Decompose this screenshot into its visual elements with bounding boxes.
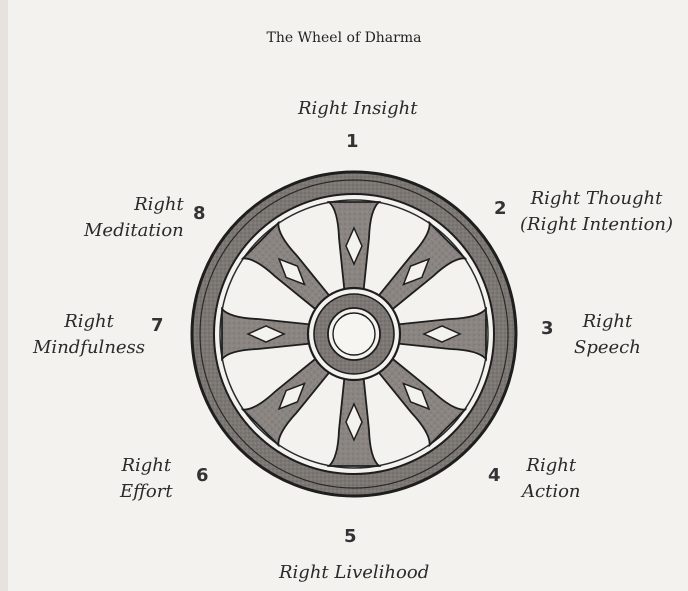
number-7: 7 [151,315,164,336]
label-right-mindfulness: Right Mindfulness [33,309,145,361]
label-right-livelihood: Right Livelihood [279,560,429,586]
page-edge [0,0,8,591]
wheel-hub-center [333,313,375,355]
label-right-insight: Right Insight [298,96,417,122]
number-3: 3 [541,318,554,339]
label-right-speech: Right Speech [574,309,641,361]
label-right-action: Right Action [522,453,581,505]
number-1: 1 [346,131,359,152]
label-right-meditation: Right Meditation [84,192,184,244]
number-5: 5 [344,526,357,547]
dharma-wheel-icon [188,168,520,500]
label-right-effort: Right Effort [120,453,173,505]
label-right-thought: Right Thought (Right Intention) [520,186,673,238]
page-title: The Wheel of Dharma [0,30,688,46]
